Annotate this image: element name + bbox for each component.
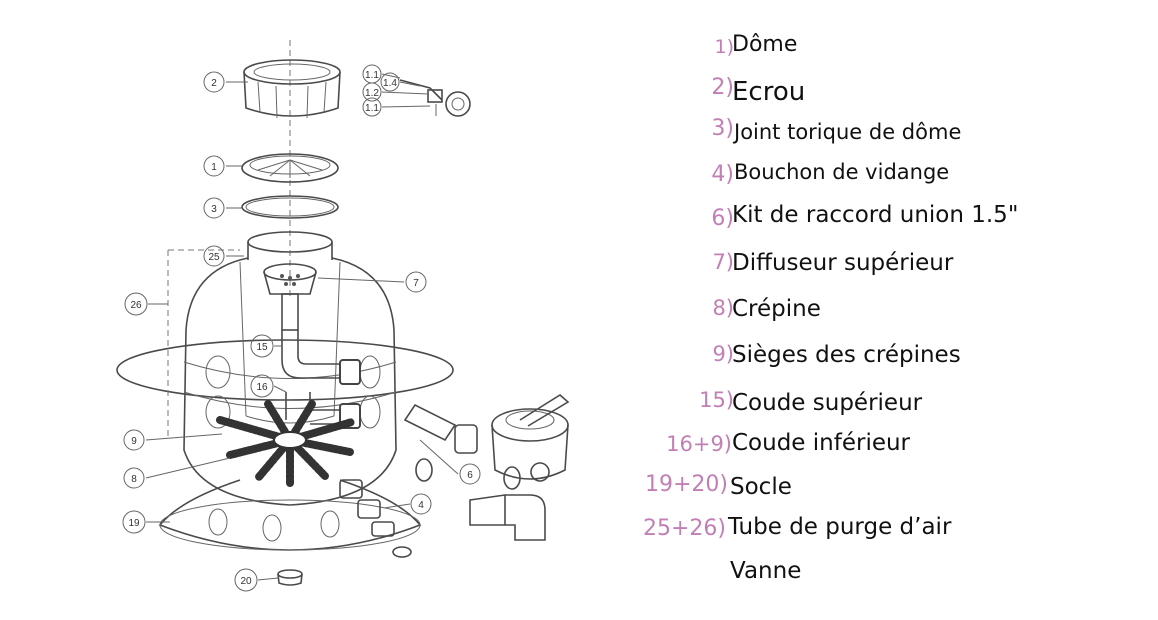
svg-text:1.1: 1.1 [365, 70, 379, 81]
callout-2: 2 [203, 71, 248, 93]
parts-legend: 1) Dôme 2) Ecrou 3) Joint torique de dôm… [620, 0, 1150, 620]
connector-small-parts [399, 79, 471, 117]
callout-25: 25 [203, 245, 244, 267]
legend-number: 2) [711, 75, 734, 100]
svg-text:25: 25 [208, 252, 220, 263]
legend-label: Diffuseur supérieur [732, 250, 954, 276]
svg-text:1: 1 [211, 162, 217, 173]
legend-label: Socle [730, 474, 792, 500]
callout-8: 8 [123, 457, 231, 489]
svg-text:19: 19 [128, 518, 140, 529]
legend-label: Vanne [730, 558, 802, 584]
legend-number: 16+9) [666, 432, 732, 456]
base-part [158, 479, 422, 551]
tank-neck [247, 231, 333, 260]
callout-1-2: 1.2 [362, 82, 429, 102]
legend-number: 7) [712, 250, 734, 274]
callout-9: 9 [123, 429, 223, 451]
air-purge-tube [167, 249, 240, 440]
callout-4: 4 [383, 493, 432, 515]
legend-number: 9) [712, 342, 734, 366]
drain-plug-part [277, 569, 303, 586]
callout-16: 16 [250, 374, 287, 398]
svg-text:16: 16 [256, 382, 268, 393]
legend-number: 1) [714, 36, 734, 58]
legend-label: Joint torique de dôme [734, 120, 962, 144]
legend-number: 15) [699, 388, 734, 412]
callout-1-4: 1.4 [380, 72, 421, 92]
callout-1: 1 [203, 155, 242, 177]
svg-text:1.2: 1.2 [365, 88, 379, 99]
filter-exploded-diagram: 2 1.1 1.4 1.2 1.1 1 3 25 7 26 15 16 9 8 … [116, 40, 570, 592]
callout-15: 15 [250, 334, 282, 358]
union-kit-part [403, 403, 546, 541]
legend-label: Dôme [732, 32, 798, 57]
legend-number: 25+26) [642, 516, 726, 541]
svg-text:2: 2 [211, 78, 217, 89]
callout-1-1b: 1.1 [362, 97, 431, 117]
callout-3: 3 [203, 197, 242, 219]
svg-text:20: 20 [240, 576, 252, 587]
svg-text:1.1: 1.1 [365, 103, 379, 114]
o-ring-part [241, 195, 339, 219]
drain-part [339, 479, 412, 558]
legend-label: Ecrou [732, 77, 806, 107]
svg-text:1.4: 1.4 [383, 78, 397, 89]
callout-7: 7 [317, 271, 427, 293]
legend-number: 19+20) [644, 472, 728, 497]
legend-number: 3) [711, 116, 734, 141]
callout-19: 19 [122, 510, 170, 534]
multiport-valve-part [491, 394, 570, 490]
upper-elbow-part [281, 330, 340, 379]
legend-label: Crépine [732, 296, 821, 322]
nut-part [243, 59, 341, 119]
svg-text:9: 9 [131, 436, 137, 447]
legend-label: Kit de raccord union 1.5" [732, 202, 1019, 228]
legend-number: 8) [712, 296, 734, 320]
dome-cap-part [241, 153, 339, 183]
legend-label: Sièges des crépines [732, 342, 961, 368]
legend-number: 6) [711, 206, 734, 231]
svg-text:3: 3 [211, 204, 217, 215]
legend-label: Coude inférieur [732, 430, 911, 456]
callout-26: 26 [124, 292, 168, 316]
legend-label: Coude supérieur [732, 390, 923, 416]
legend-number: 4) [711, 162, 734, 187]
callout-20: 20 [234, 568, 279, 592]
legend-label: Tube de purge d’air [728, 514, 952, 540]
svg-text:4: 4 [418, 500, 424, 511]
callout-6: 6 [419, 439, 481, 485]
svg-text:26: 26 [130, 300, 142, 311]
tank-body [116, 257, 454, 506]
svg-text:6: 6 [467, 470, 473, 481]
diffuser-part [263, 263, 317, 331]
legend-label: Bouchon de vidange [734, 160, 950, 184]
svg-text:8: 8 [131, 474, 137, 485]
svg-text:7: 7 [413, 278, 419, 289]
svg-text:15: 15 [256, 342, 268, 353]
